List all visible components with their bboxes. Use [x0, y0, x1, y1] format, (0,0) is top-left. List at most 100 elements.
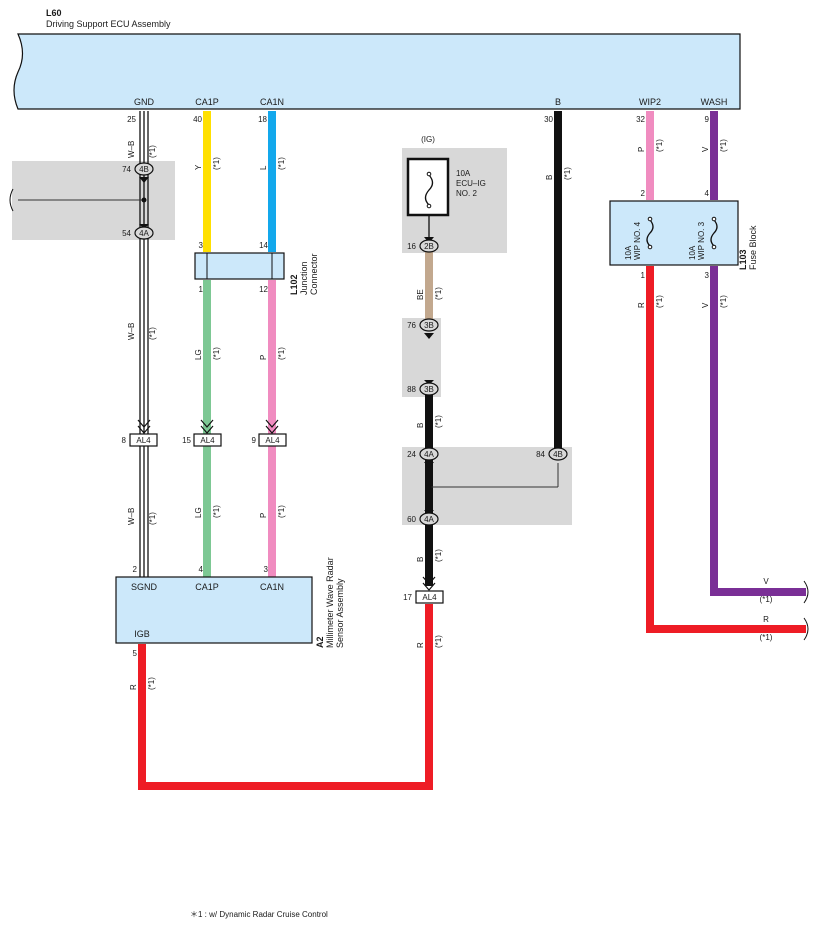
wire-color-label: W–B [127, 508, 136, 525]
fuse-ecu-ig-icon [424, 174, 434, 206]
pin-number: 1 [641, 271, 646, 280]
wire-color-label: V [701, 146, 710, 152]
pin-number: 4 [705, 189, 710, 198]
note-mark: (*1) [148, 327, 157, 340]
fuse-block-name: Fuse Block [748, 225, 758, 270]
connector-4b-right: 4B [548, 447, 568, 461]
wire-color-label: R [637, 302, 646, 308]
fuse-wip4-icon [646, 219, 654, 247]
pin-number: 3 [705, 271, 710, 280]
fuse-block-code: L103 [738, 249, 748, 270]
connector-al4-gnd: AL4 [129, 419, 158, 447]
connector-label: 4A [139, 229, 149, 238]
connector-al4-igb: AL4 [415, 576, 444, 604]
connector-label: 4A [424, 450, 434, 459]
note-mark: (*1) [563, 167, 572, 180]
pin-number: 60 [407, 515, 416, 524]
wire-color-label: L [259, 165, 268, 170]
wire-v-out [710, 266, 806, 596]
junction-code: L102 [289, 274, 299, 295]
connector-3b-bottom: 3B [419, 380, 439, 396]
ecu-pin-wip2: WIP2 [639, 97, 661, 107]
note-mark: (*1) [719, 139, 728, 152]
wire-color-label: P [637, 147, 646, 152]
sensor-pin-ca1p: CA1P [195, 582, 219, 592]
note-mark: (*1) [148, 512, 157, 525]
splice-point-gnd [141, 197, 147, 203]
connector-label: 3B [424, 385, 434, 394]
wire-color-label: B [416, 557, 425, 562]
wire-break-v [803, 580, 809, 604]
wire-color-label: P [259, 513, 268, 518]
pin-number: 3 [199, 241, 204, 250]
connector-label: 4B [139, 165, 149, 174]
connector-label: 4B [553, 450, 563, 459]
fuse-rating: 10A [688, 245, 697, 260]
wire-r-out [646, 266, 806, 633]
connector-al4-ca1p: AL4 [193, 419, 222, 447]
note-mark: (*1) [277, 347, 286, 360]
splice-point-b [426, 484, 432, 490]
ecu-pin-ca1p: CA1P [195, 97, 219, 107]
note-mark: (*1) [434, 635, 443, 648]
connector-label: AL4 [136, 436, 151, 445]
fuse-name: WIP NO. 3 [697, 221, 706, 260]
connector-3b-top: 3B [419, 318, 439, 339]
junction-connector-box [194, 252, 285, 280]
note-mark: (*1) [212, 505, 221, 518]
wire-color-label: R [763, 615, 769, 624]
pin-number: 4 [199, 565, 204, 574]
connector-4a-b-top: 4A [419, 447, 439, 468]
sensor-code: A2 [315, 636, 325, 648]
pin-number: 8 [122, 436, 127, 445]
note-mark: (*1) [212, 347, 221, 360]
wire-color-label: V [763, 577, 769, 586]
connector-4a-b-bottom: 4A [419, 510, 439, 526]
fuse-wip3-icon [710, 219, 718, 247]
junction-name: Connector [309, 253, 319, 295]
connector-label: 4A [424, 515, 434, 524]
note-mark: (*1) [719, 295, 728, 308]
pin-number: 30 [544, 115, 553, 124]
note-mark: (*1) [434, 415, 443, 428]
wire-labels: W–B (*1) Y (*1) L (*1) W–B (*1) LG (*1) … [127, 139, 728, 690]
note-mark: (*1) [147, 677, 156, 690]
pin-number: 88 [407, 385, 416, 394]
fuse-rating: 10A [456, 169, 471, 178]
sensor-box [115, 576, 313, 644]
pin-number: 2 [641, 189, 646, 198]
ig-label: (IG) [421, 135, 435, 144]
fuse-name: ECU–IG [456, 179, 486, 188]
ecu-pin-gnd: GND [134, 97, 155, 107]
connector-label: 3B [424, 321, 434, 330]
sensor-pin-sgnd: SGND [131, 582, 158, 592]
sensor-pin-ca1n: CA1N [260, 582, 284, 592]
sensor-name: Millimeter Wave Radar [325, 557, 335, 648]
connector-label: AL4 [200, 436, 215, 445]
ecu-box [13, 33, 741, 110]
pin-number: 17 [403, 593, 412, 602]
pin-number: 9 [252, 436, 257, 445]
wire-igb-r [138, 604, 433, 790]
pin-number: 25 [127, 115, 136, 124]
sensor-pin-igb: IGB [134, 629, 150, 639]
note-mark: (*1) [760, 633, 773, 642]
pin-number: 2 [133, 565, 138, 574]
ecu-pin-ca1n: CA1N [260, 97, 284, 107]
pin-number: 18 [258, 115, 267, 124]
pin-number: 24 [407, 450, 416, 459]
pin-number: 12 [259, 285, 268, 294]
wire-color-label: P [259, 355, 268, 360]
junction-name: Junction [299, 261, 309, 295]
connector-label: AL4 [422, 593, 437, 602]
ecu-name: Driving Support ECU Assembly [46, 19, 171, 29]
sensor-name: Sensor Assembly [335, 578, 345, 648]
connector-label: AL4 [265, 436, 280, 445]
note-mark: (*1) [655, 139, 664, 152]
connector-4b-left: 4B [134, 162, 154, 183]
note-mark: (*1) [277, 157, 286, 170]
note-mark: (*1) [212, 157, 221, 170]
wire-color-label: V [701, 302, 710, 308]
pin-number: 84 [536, 450, 545, 459]
